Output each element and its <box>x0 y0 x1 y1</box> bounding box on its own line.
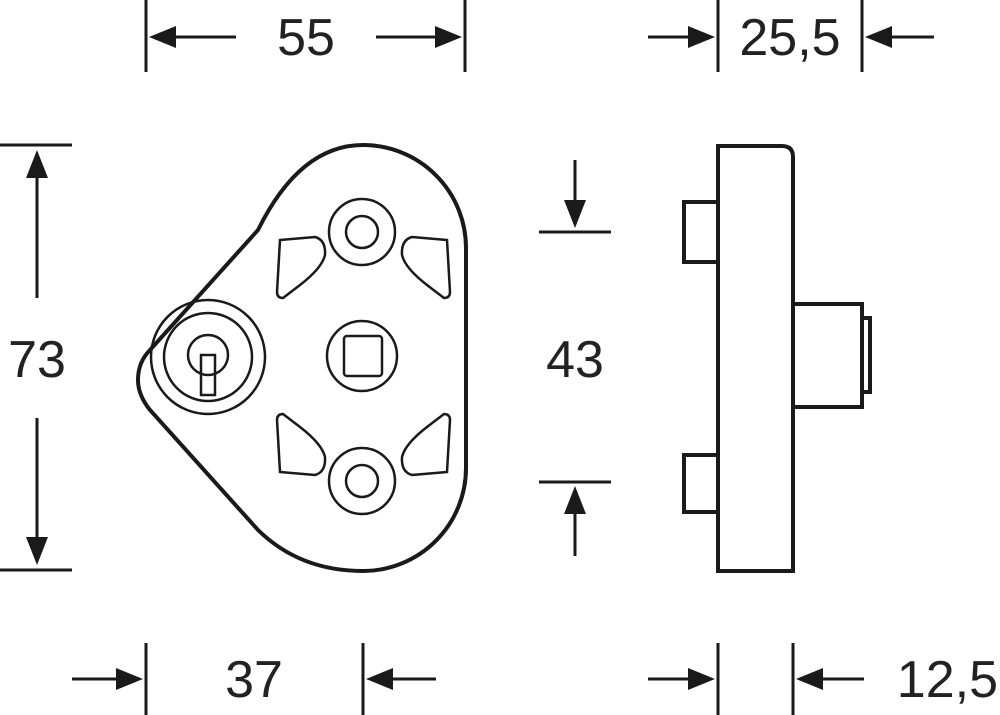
cutout-bottom-left <box>275 412 327 477</box>
dimension-label-hole-spacing: 43 <box>546 331 604 389</box>
dimension-hole-spacing: 43 <box>539 160 611 556</box>
spindle-square <box>342 334 384 378</box>
arrowhead <box>564 200 586 228</box>
cutout-bottom-right <box>400 412 452 477</box>
dimension-label-height: 73 <box>8 331 66 389</box>
arrowhead <box>366 668 393 690</box>
plate-outline <box>135 142 468 574</box>
top-screw-inner <box>344 214 380 250</box>
pivot-pin <box>199 353 217 397</box>
dimension-depth: 25,5 <box>648 0 934 72</box>
spindle-ring <box>325 319 399 393</box>
side-plate <box>716 144 795 573</box>
pivot-core <box>186 333 230 377</box>
arrowhead <box>26 150 48 178</box>
arrowhead <box>688 668 715 690</box>
arrowhead <box>116 668 143 690</box>
front-view <box>135 142 468 574</box>
dimension-pivot-offset: 37 <box>72 643 436 715</box>
arrowhead <box>26 537 48 565</box>
side-spindle-boss <box>791 302 864 409</box>
side-view <box>682 144 872 573</box>
cutout-top-right <box>400 235 452 300</box>
arrowhead <box>796 668 823 690</box>
dimension-plate-thickness: 12,5 <box>648 643 998 715</box>
cutout-top-left <box>275 235 327 300</box>
arrowhead <box>688 26 715 48</box>
dimension-label-depth: 25,5 <box>739 9 840 67</box>
bottom-screw-outer <box>327 446 397 516</box>
side-spindle-cap <box>860 316 872 394</box>
pivot-outer-ring <box>149 298 267 416</box>
arrowhead <box>149 26 176 48</box>
pivot-inner-ring <box>162 311 254 403</box>
dimension-label-width: 55 <box>277 9 335 67</box>
arrowhead <box>564 486 586 514</box>
top-screw-outer <box>327 197 397 267</box>
dimension-height: 73 <box>0 143 72 572</box>
dimension-width: 55 <box>144 0 467 72</box>
bottom-screw-inner <box>344 463 380 499</box>
arrowhead <box>435 26 462 48</box>
side-top-lug <box>682 200 720 264</box>
arrowhead <box>865 26 892 48</box>
dimension-label-plate-thickness: 12,5 <box>897 651 998 709</box>
dimension-label-pivot-offset: 37 <box>225 651 283 709</box>
side-bottom-lug <box>682 453 720 514</box>
